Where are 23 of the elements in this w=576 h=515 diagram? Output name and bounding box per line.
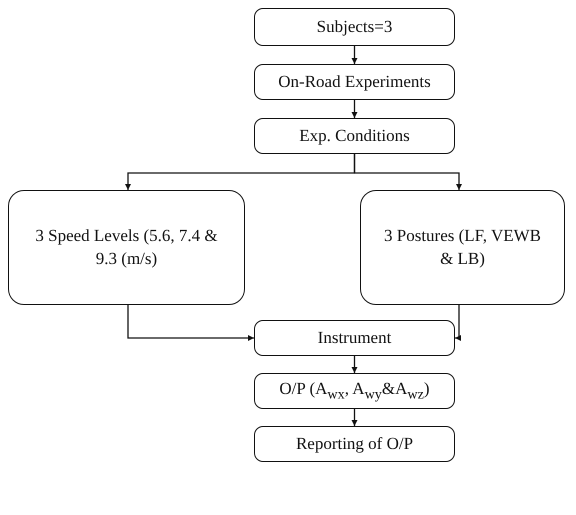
process-box (254, 8, 455, 46)
box-label: O/P (A$_{wx}$, A$_{wy}$&A$_{wz}$) (278, 378, 431, 404)
box-label: On-Road Experiments (277, 70, 432, 93)
box-label: 3 Postures (LF, VEWB & LB) (383, 224, 542, 270)
process-box (8, 190, 245, 305)
arrow (352, 409, 358, 426)
process-box (360, 190, 565, 305)
box-label: 3 Speed Levels (5.6, 7.4 & 9.3 (m/s) (34, 224, 219, 270)
arrow (352, 46, 358, 64)
process-box (254, 373, 455, 409)
arrow (352, 356, 358, 373)
arrow (127, 305, 254, 341)
process-box (254, 320, 455, 356)
box-label: Exp. Conditions (298, 124, 411, 147)
arrow (455, 305, 461, 341)
box-label: Reporting of O/P (294, 432, 414, 455)
box-label: Instrument (316, 326, 392, 349)
box-label: Subjects=3 (316, 16, 394, 38)
process-box (254, 426, 455, 462)
process-box (254, 64, 455, 100)
arrow (354, 154, 462, 190)
arrow (352, 100, 358, 118)
process-box (254, 118, 455, 154)
